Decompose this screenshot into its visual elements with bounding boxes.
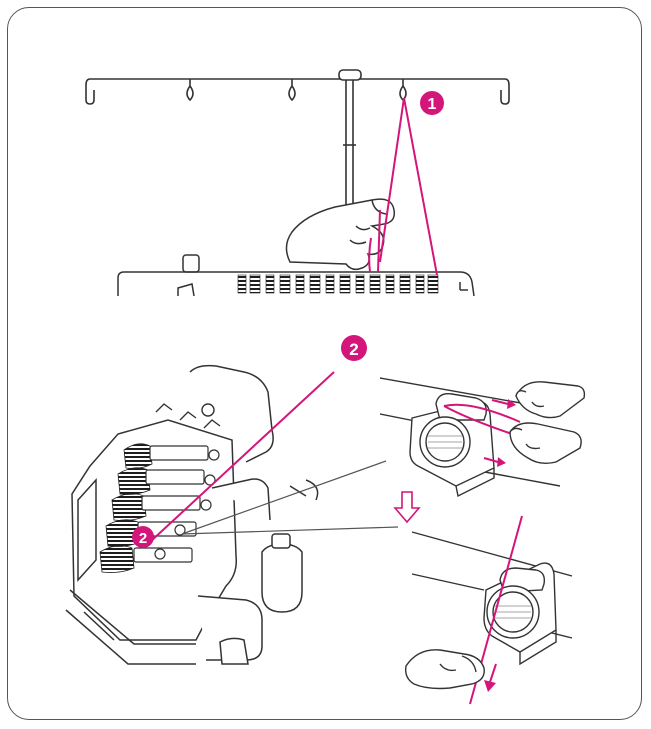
step-1-label: 1: [428, 96, 437, 113]
hand-detail-lower: [406, 650, 485, 689]
thread-lines-top: [369, 98, 437, 275]
step-2-guide-badge: 2: [132, 526, 154, 548]
thread-stand: [86, 70, 509, 215]
left-end-hook: [86, 79, 94, 104]
eyelet-2: [289, 79, 295, 100]
stand-cap: [339, 70, 361, 80]
machine-body: [66, 366, 318, 664]
detail-view-lower: [412, 532, 572, 664]
hands-detail-upper: [510, 382, 584, 464]
step-2-top-label: 2: [349, 340, 358, 359]
eyelet-1: [187, 79, 193, 100]
step-2-guide-label: 2: [139, 530, 147, 547]
spool-pin-row: [238, 275, 438, 293]
pink-pull-arrow-icon: [484, 664, 496, 692]
step-2-top-badge: 2: [341, 335, 367, 361]
hollow-down-arrow-icon: [395, 492, 419, 522]
right-end-hook: [501, 79, 509, 104]
step-1-badge: 1: [420, 91, 444, 115]
eyelet-3: [400, 79, 406, 100]
